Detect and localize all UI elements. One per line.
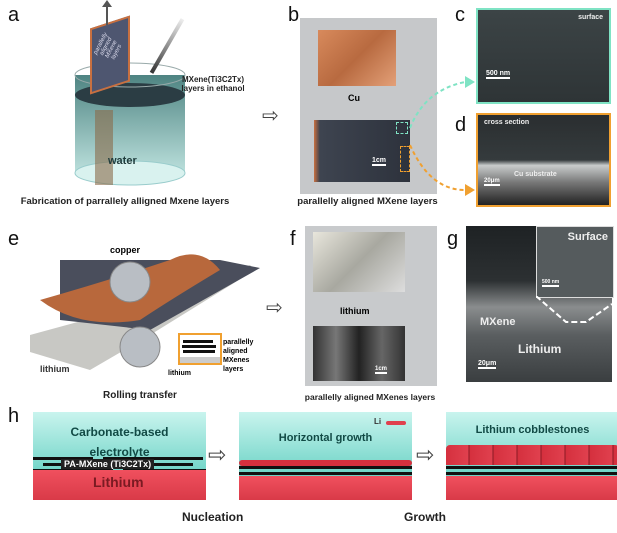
panel-e-caption: Rolling transfer <box>103 390 177 401</box>
nucleation-stage-panel: Carbonate-based electrolyte PA-MXene (Ti… <box>33 412 206 500</box>
panel-f-photo: lithium 1cm <box>305 226 437 386</box>
panel-d-sem: cross section Cu substrate 20μm <box>476 113 611 207</box>
panel-g-sem: Surface 500 nm MXene Lithium 20μm <box>466 226 614 382</box>
arrow-e-to-f: ⇨ <box>266 297 283 319</box>
mxene-note: MXene(Ti3C2Tx) layers in ethanol <box>181 75 245 93</box>
panel-g-label: g <box>447 228 459 250</box>
mxene-coated-foil <box>314 120 410 182</box>
inset-box <box>178 333 222 365</box>
arrow-a-to-b: ⇨ <box>262 105 279 127</box>
lithium-base-label: Lithium <box>93 474 144 490</box>
electrolyte-label: Carbonate-based electrolyte <box>70 425 169 459</box>
cobblestones-label: Lithium cobblestones <box>475 424 590 436</box>
pull-up-arrowhead <box>102 0 112 7</box>
panel-a-label: a <box>8 4 20 26</box>
arrow-growth: ⇨ <box>416 442 435 467</box>
surface-title: surface <box>578 14 603 21</box>
panel-f-label: f <box>290 228 296 250</box>
panel-h-label: h <box>8 405 20 427</box>
horizontal-growth-panel: Li Horizontal growth <box>239 412 412 500</box>
panel-c-label: c <box>455 4 465 26</box>
scale-20um: 20μm <box>484 178 500 186</box>
nucleation-label: Nucleation <box>182 510 244 524</box>
cu-substrate-label: Cu substrate <box>514 171 557 178</box>
water-label: water <box>108 155 137 167</box>
lithium-sem-label: Lithium <box>518 342 562 356</box>
panel-d-label: d <box>455 114 467 136</box>
horizontal-growth-label: Horizontal growth <box>278 432 373 444</box>
surface-inset: Surface 500 nm <box>536 226 614 298</box>
legend-li-swatch <box>386 421 406 425</box>
inset-pointer <box>536 296 612 323</box>
pull-up-arrow <box>106 3 108 25</box>
panel-b-photo: Cu 1cm <box>300 18 437 194</box>
lithium-foil <box>313 232 405 292</box>
panel-b-label: b <box>288 4 300 26</box>
coated-lithium-foil <box>313 326 405 381</box>
surface-box <box>396 122 408 134</box>
cross-section-title: cross section <box>484 119 530 126</box>
inset-layers-label: parallelly aligned MXenes layers <box>223 339 254 373</box>
scale-1cm-f: 1cm <box>375 366 388 374</box>
panel-e-label: e <box>8 228 20 250</box>
surface-inset-title: Surface <box>567 231 608 243</box>
panel-a-caption: Fabrication of parrallely alligned Mxene… <box>20 196 230 207</box>
arrow-nucleation: ⇨ <box>208 442 227 467</box>
cross-section-box <box>400 146 410 172</box>
inset-lithium-label: lithium <box>168 370 191 377</box>
copper-label: copper <box>110 245 141 255</box>
cu-label: Cu <box>348 93 360 103</box>
lithium-label: lithium <box>40 364 70 374</box>
beaker-illustration <box>70 55 190 190</box>
pa-mxene-label: PA-MXene (Ti3C2Tx) <box>61 459 155 469</box>
inset-scale-500nm: 500 nm <box>542 279 560 287</box>
scale-1cm: 1cm <box>372 157 387 166</box>
dashed-connectors <box>409 76 475 196</box>
panel-b-caption: parallelly aligned MXene layers <box>297 196 438 207</box>
mxene-label: MXene <box>480 316 516 328</box>
lithium-text: lithium <box>340 306 370 316</box>
legend-li-label: Li <box>374 417 382 426</box>
scale-20um-g: 20μm <box>478 360 497 369</box>
panel-c-sem: surface 500 nm <box>476 8 611 104</box>
growth-label: Growth <box>404 510 446 524</box>
rolling-illustration <box>30 254 260 370</box>
cobblestone-panel: Lithium cobblestones <box>446 412 617 500</box>
copper-foil <box>318 30 396 86</box>
panel-f-caption: parallelly aligned MXenes layers <box>304 392 436 402</box>
scale-500nm: 500 nm <box>486 70 511 79</box>
